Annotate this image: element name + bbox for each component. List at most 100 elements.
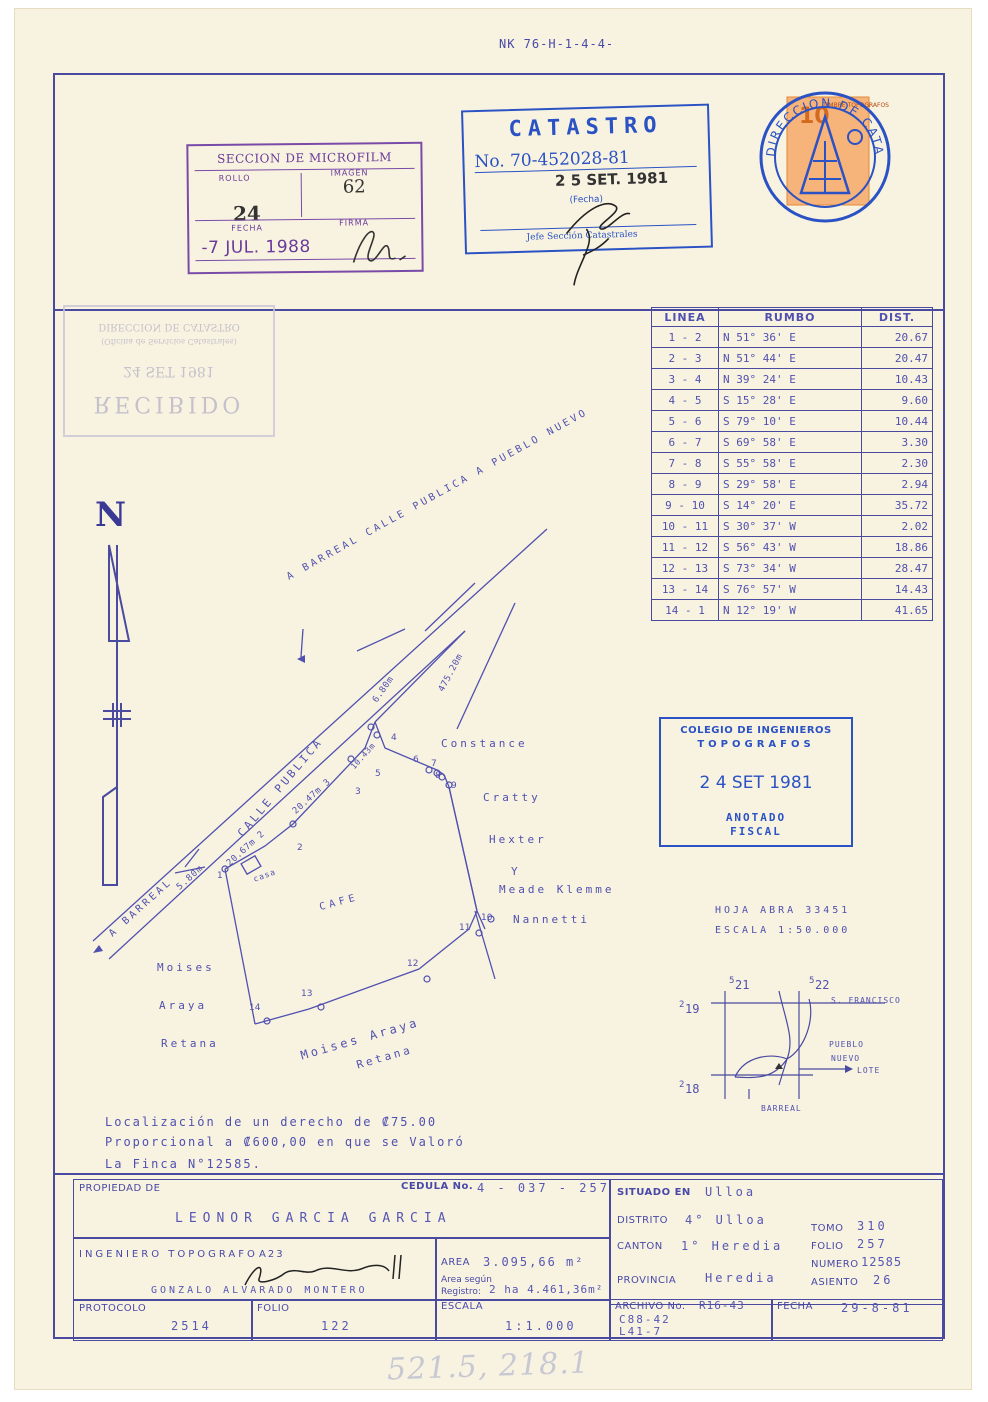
recibido-line1: DIRECCION DE CATASTRO [98, 321, 240, 332]
rumbo-cell-linea: 9 - 10 [651, 494, 719, 516]
colegio-line1: COLEGIO DE INGENIEROS [680, 725, 832, 736]
distrito-label: DISTRITO [617, 1215, 668, 1226]
rumbo-cell-rumbo: S 76° 57' W [718, 578, 862, 600]
ingeniero-name: GONZALO ALVARADO MONTERO [151, 1285, 368, 1296]
provincia-value: Heredia [705, 1271, 777, 1285]
point-2: 2 [297, 843, 303, 853]
rumbo-cell-rumbo: S 15° 28' E [718, 389, 862, 411]
folio-r-value: 257 [857, 1237, 888, 1251]
archivo-value-3: L41-7 [619, 1325, 663, 1338]
escala-map-label: ESCALA 1:50.000 [715, 925, 851, 936]
point-5: 5 [375, 769, 381, 779]
hoja-label: HOJA ABRA 33451 [715, 905, 851, 916]
point-9: 9 [451, 781, 457, 791]
numero-value: 12585 [861, 1255, 903, 1269]
rumbo-cell-dist: 9.60 [861, 389, 933, 411]
rumbo-cell-linea: 8 - 9 [651, 473, 719, 495]
ubicacion-box [609, 1179, 943, 1305]
tomo-value: 310 [857, 1219, 888, 1233]
rumbo-cell-linea: 4 - 5 [651, 389, 719, 411]
rumbo-cell-rumbo: S 55° 58' E [718, 452, 862, 474]
distrito-value: 4° Ulloa [685, 1213, 767, 1227]
propiedad-box [73, 1179, 611, 1239]
registro-label: Registro: [441, 1287, 481, 1297]
neighbor-meade-klemme: Meade Klemme [499, 883, 615, 896]
rumbo-cell-rumbo: S 56° 43' W [718, 536, 862, 558]
ingeniero-box [73, 1237, 437, 1301]
archivo-box [609, 1299, 773, 1341]
protocolo-box [73, 1299, 253, 1341]
loc-barreal: BARREAL [761, 1104, 802, 1113]
rumbo-cell-linea: 5 - 6 [651, 410, 719, 432]
rumbo-cell-rumbo: S 73° 34' W [718, 557, 862, 579]
rumbo-cell-rumbo: N 39° 24' E [718, 368, 862, 390]
neighbor-constance: Constance [441, 737, 528, 750]
neighbor-left-moises: Moises [157, 961, 215, 974]
neighbor-y: Y [511, 865, 521, 878]
asiento-value: 26 [873, 1273, 894, 1287]
neighbor-left-araya: Araya [159, 999, 208, 1012]
folio-box [251, 1299, 437, 1341]
loc-grid-19: 19 [685, 1002, 699, 1016]
form-top-divider [53, 1173, 943, 1175]
rumbo-cell-dist: 35.72 [861, 494, 933, 516]
protocolo-value: 2514 [171, 1319, 212, 1333]
tomo-label: TOMO [811, 1223, 844, 1234]
rumbo-cell-dist: 2.94 [861, 473, 933, 495]
rumbo-cell-dist: 2.02 [861, 515, 933, 537]
rumbo-cell-linea: 3 - 4 [651, 368, 719, 390]
rumbo-cell-dist: 14.43 [861, 578, 933, 600]
microfilm-signature [352, 230, 406, 263]
folio-label: FOLIO [257, 1303, 290, 1314]
point-13: 13 [301, 989, 313, 999]
location-map: 5 21 5 22 2 19 2 18 S. FRANCISCO PUEBLO … [679, 976, 901, 1113]
outer-frame [53, 73, 945, 1339]
rumbo-cell-linea: 7 - 8 [651, 452, 719, 474]
catastro-signature [565, 202, 631, 286]
rumbo-cell-dist: 10.43 [861, 368, 933, 390]
north-label: N [95, 495, 127, 535]
canton-label: CANTON [617, 1241, 663, 1252]
area-value: 3.095,66 m² [483, 1255, 585, 1269]
loc-lote: LOTE [857, 1066, 880, 1075]
rumbo-cell-linea: 10 - 11 [651, 515, 719, 537]
microfilm-title: SECCION DE MICROFILM [216, 150, 392, 166]
escala-box [435, 1299, 611, 1341]
ingeniero-signature [244, 1254, 402, 1286]
neighbor-left-retana: Retana [161, 1037, 219, 1050]
protocolo-label: PROTOCOLO [79, 1303, 147, 1314]
cedula-label: CEDULA No. [401, 1181, 474, 1192]
loc-grid-21-sup: 5 [729, 976, 734, 986]
loc-s-francisco: S. FRANCISCO [831, 996, 901, 1005]
col-linea: LINEA [651, 307, 719, 327]
cedula-value: 4 - 037 - 257 [477, 1181, 610, 1195]
point-7: 7 [431, 759, 437, 769]
area-segun-label: Area según [441, 1275, 492, 1285]
escala-value: 1:1.000 [505, 1319, 577, 1333]
point-3: 3 [355, 787, 361, 797]
ingeniero-label: INGENIERO TOPOGRAFO [79, 1249, 258, 1260]
neighbor-cratty: Cratty [483, 791, 541, 804]
catastro-date: 2 5 SET. 1981 [554, 168, 669, 190]
fecha-box [771, 1299, 943, 1341]
rumbo-cell-dist: 18.86 [861, 536, 933, 558]
situado-label: SITUADO EN [617, 1187, 691, 1198]
catastro-title: CATASTRO [508, 112, 663, 143]
loc-pueblo: PUEBLO [829, 1040, 864, 1049]
point-8: 8 [435, 771, 441, 781]
north-arrow-icon [102, 544, 131, 886]
point-4: 4 [391, 733, 397, 743]
propiedad-label: PROPIEDAD DE [79, 1183, 161, 1194]
rumbo-cell-rumbo: S 69° 58' E [718, 431, 862, 453]
area-box [435, 1237, 611, 1301]
colegio-anotado: ANOTADO [725, 811, 787, 824]
